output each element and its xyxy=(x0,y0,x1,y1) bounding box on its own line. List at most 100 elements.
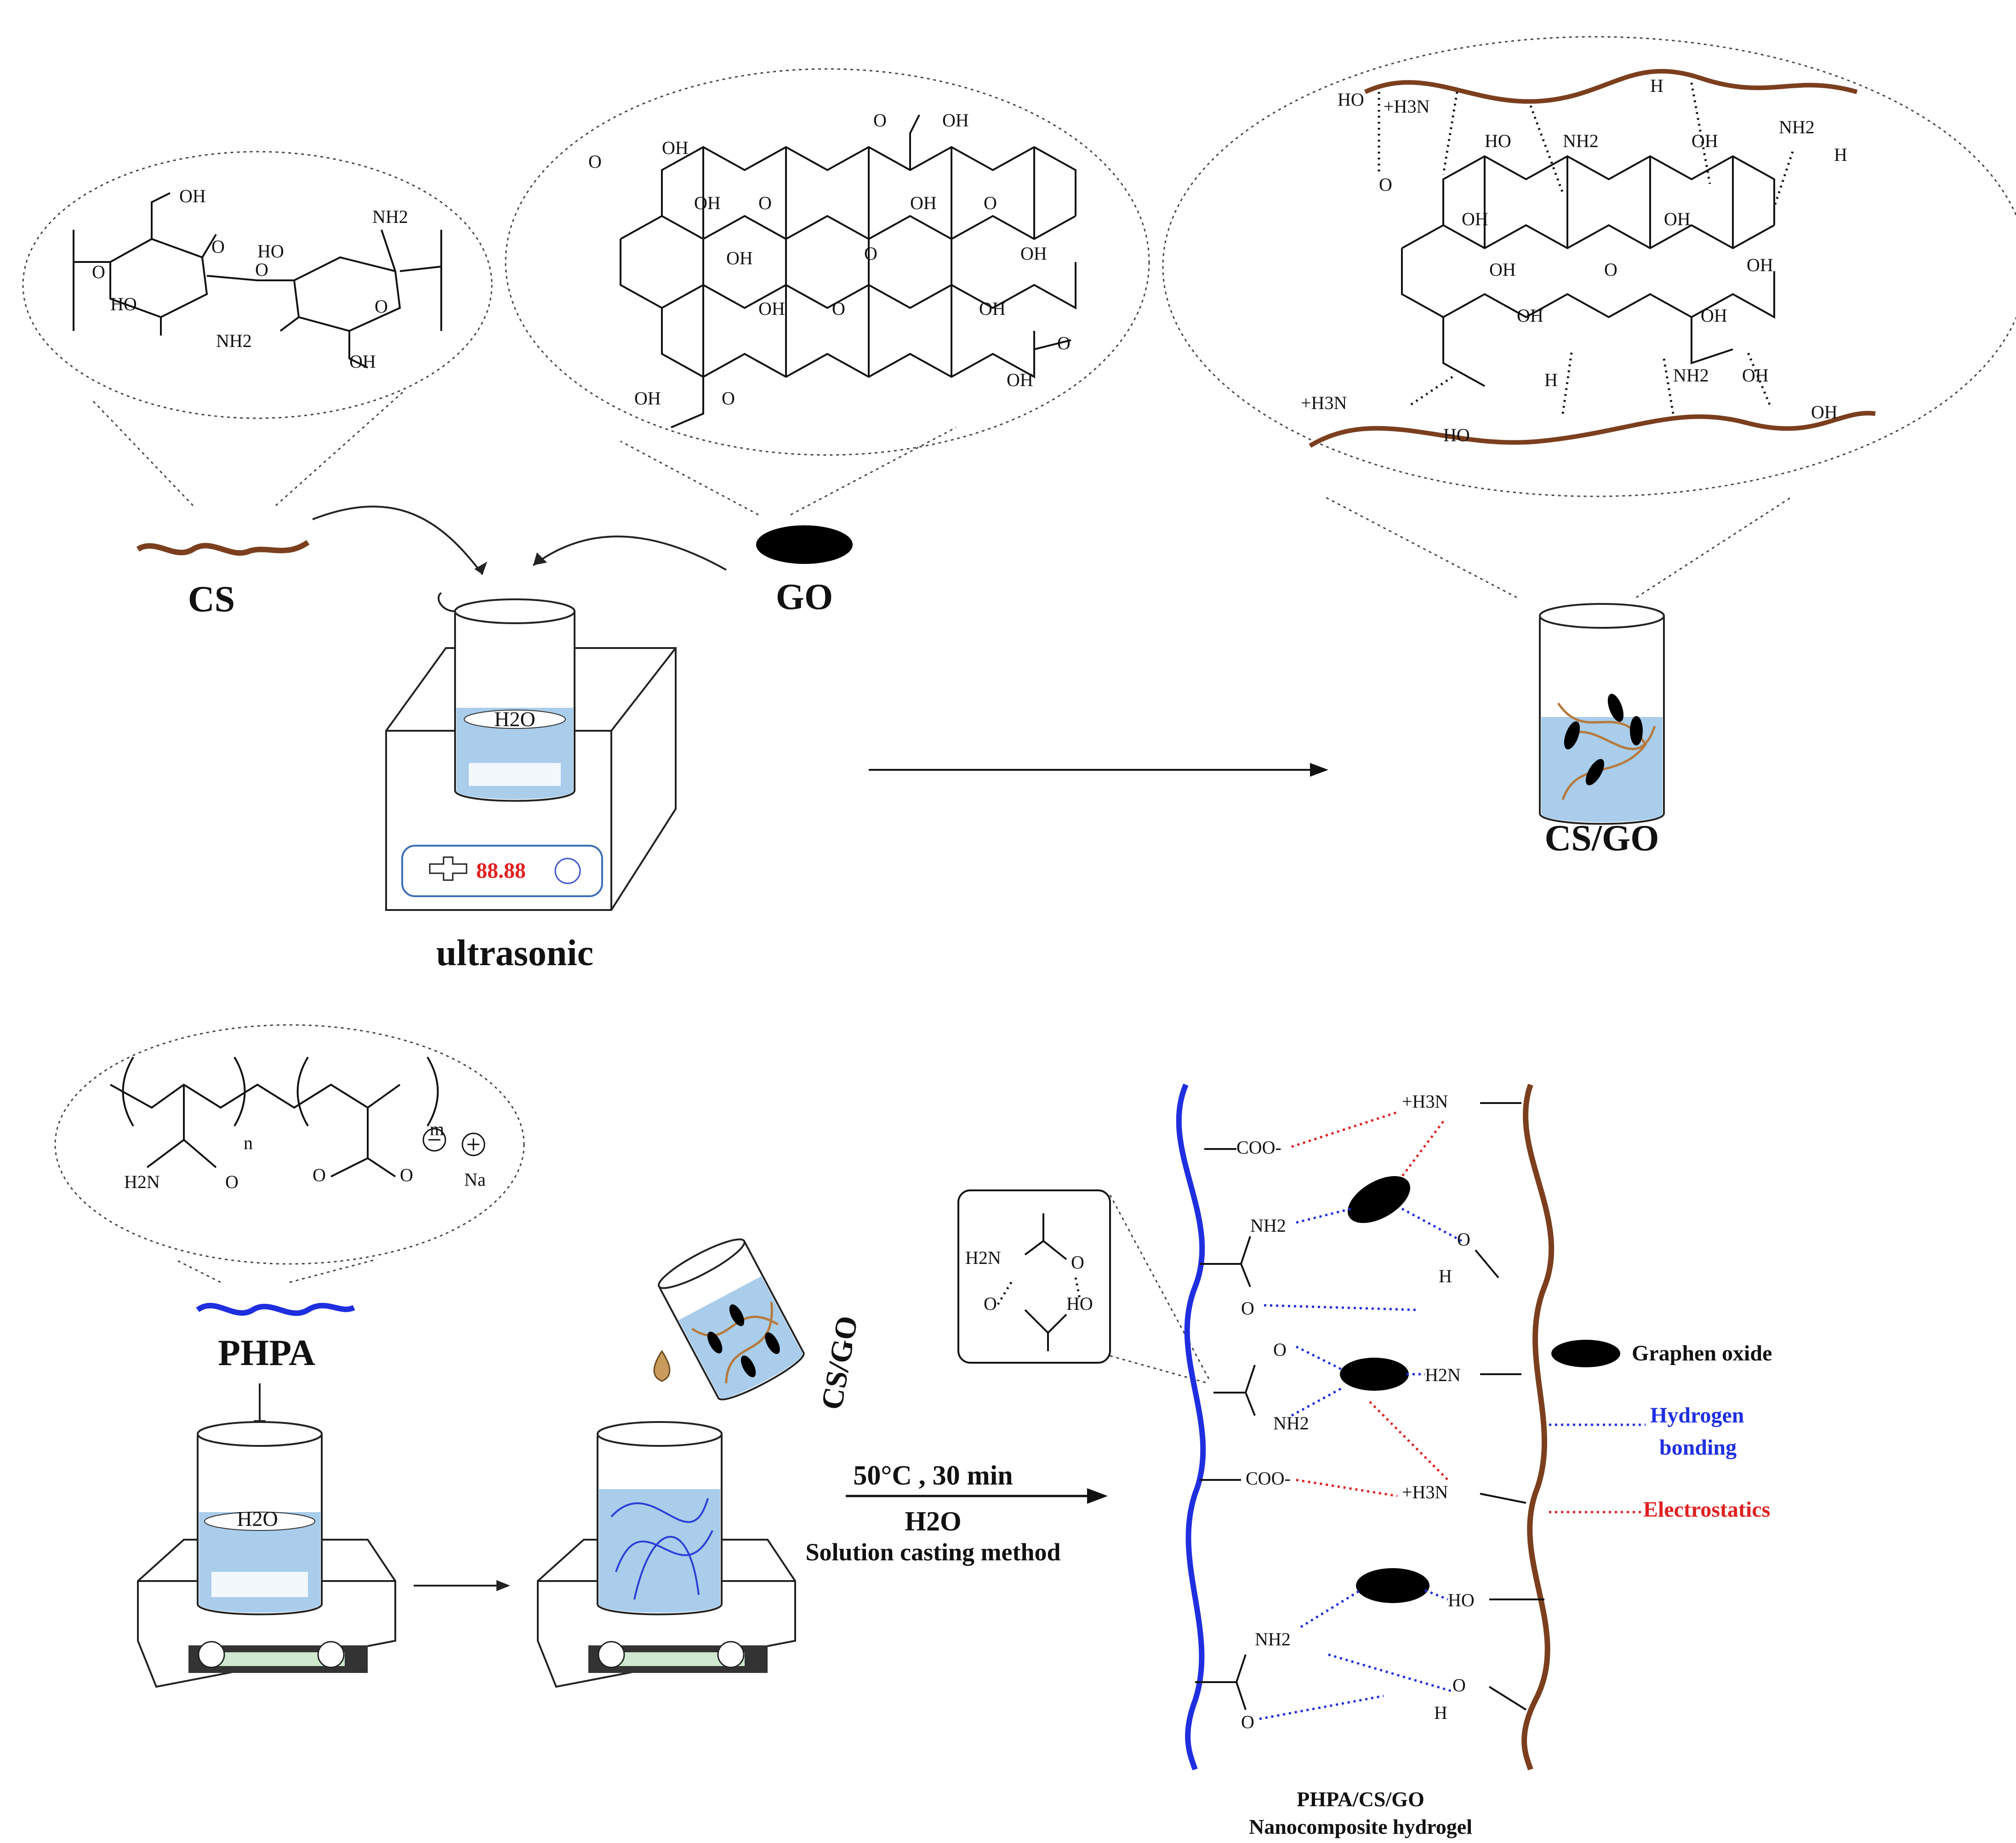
electrostatic-interactions xyxy=(1291,1111,1449,1497)
cs-chain-icon xyxy=(136,540,310,556)
go-label: GO xyxy=(776,577,833,617)
go-oh-1: OH xyxy=(662,137,689,158)
legend: Graphen oxide Hydrogen bonding Electrost… xyxy=(1549,1340,1772,1522)
phpa-n-subscript: n xyxy=(244,1132,253,1153)
go-oh-7: OH xyxy=(758,298,785,319)
legend-bonding: bonding xyxy=(1659,1435,1737,1460)
net-h-2: H xyxy=(1434,1702,1447,1723)
net-ho-1: HO xyxy=(1448,1590,1475,1610)
go-oh-9: OH xyxy=(1007,370,1033,390)
beaker-water: H2O xyxy=(438,592,575,802)
cs-chain-top xyxy=(1364,69,1858,104)
legend-graphene-oxide: Graphen oxide xyxy=(1632,1341,1772,1365)
cs-nh2-1: NH2 xyxy=(216,330,252,351)
pouring-cs-go-beaker xyxy=(658,1238,805,1400)
cs-ho-1: HO xyxy=(110,294,137,314)
inset-o-1: O xyxy=(1071,1252,1084,1273)
csgo-oh-1: OH xyxy=(1691,131,1718,151)
cs-structure-bubble: OH O O HO NH2 O HO NH2 O OH xyxy=(22,151,493,506)
legend-hydrogen: Hydrogen xyxy=(1650,1403,1744,1428)
inset-ho: HO xyxy=(1066,1293,1093,1314)
cs-addition-arrow xyxy=(312,506,484,575)
go-structure-bubble: O OH OH O O OH OH O OH O OH OH O OH O OH… xyxy=(505,68,1150,516)
csgo-h-2: H xyxy=(1834,144,1847,165)
csgo-oh-7: OH xyxy=(1701,305,1727,326)
go-addition-arrow xyxy=(532,535,727,571)
network-go-sheet-2 xyxy=(1340,1358,1409,1391)
network-go-sheet-1 xyxy=(1348,1176,1410,1223)
net-o-cs-1: O xyxy=(1457,1229,1470,1250)
cs-go-rotated-label: CS/GO xyxy=(815,1314,865,1412)
ultrasonic-label: ultrasonic xyxy=(436,933,593,973)
cs-backbone xyxy=(1521,1083,1555,1770)
cs-o-ring-2: O xyxy=(375,296,388,317)
net-nh2-2: NH2 xyxy=(1273,1413,1309,1433)
go-o-8: O xyxy=(722,388,735,409)
csgo-o-2: O xyxy=(1604,259,1617,280)
cs-o-ring-1: O xyxy=(211,236,225,257)
csgo-oh-3: OH xyxy=(1664,209,1691,229)
csgo-ho-3: HO xyxy=(1443,425,1470,445)
csgo-nh-2: NH2 xyxy=(1779,117,1815,137)
display-value: 88.88 xyxy=(476,859,526,883)
phpa-label: PHPA xyxy=(218,1333,315,1373)
cs-chain-bottom xyxy=(1309,411,1876,448)
hydrogen-bond-interactions xyxy=(1259,1207,1463,1720)
csgo-oh-4: OH xyxy=(1747,255,1773,275)
cs-o-link: O xyxy=(92,262,105,282)
csgo-h3n-2: +H3N xyxy=(1301,392,1347,413)
phpa-na: Na xyxy=(464,1169,486,1190)
go-oh-5: OH xyxy=(726,248,753,268)
go-o-6: O xyxy=(832,298,845,319)
go-oh-8: OH xyxy=(979,298,1006,319)
phpa-chain-icon xyxy=(196,1303,355,1316)
csgo-oh-2: OH xyxy=(1462,209,1488,229)
droplet-icon xyxy=(653,1350,671,1382)
product-name: PHPA/CS/GO xyxy=(1297,1787,1424,1811)
legend-electrostatics: Electrostatics xyxy=(1643,1497,1770,1522)
csgo-oh-6: OH xyxy=(1517,305,1543,326)
csgo-o-1: O xyxy=(1379,174,1392,195)
cs-label: CS xyxy=(188,579,235,620)
net-nh2-3: NH2 xyxy=(1255,1629,1291,1650)
go-o-3: O xyxy=(873,110,887,131)
csgo-ho-2: HO xyxy=(1485,131,1511,151)
minus-charge-icon xyxy=(422,1128,446,1152)
conditions-method: Solution casting method xyxy=(805,1538,1060,1566)
product-description: Nanocomposite hydrogel xyxy=(1249,1815,1472,1838)
net-o-3: O xyxy=(1241,1712,1254,1732)
net-coo-1: COO- xyxy=(1236,1137,1281,1158)
conditions-temperature: 50°C , 30 min xyxy=(853,1460,1013,1490)
net-h3n-1: +H3N xyxy=(1402,1091,1448,1112)
water-label: H2O xyxy=(494,707,535,731)
power-button-icon[interactable] xyxy=(554,858,581,884)
net-o-2: O xyxy=(1273,1339,1287,1360)
net-o-cs-2: O xyxy=(1452,1675,1466,1695)
legend-go-icon xyxy=(1551,1340,1620,1367)
go-oh-6: OH xyxy=(1020,243,1047,264)
plus-charge-icon xyxy=(461,1132,485,1156)
go-o-1: O xyxy=(588,151,602,172)
csgo-h3n-1: +H3N xyxy=(1384,96,1429,117)
cs-nh2-2: NH2 xyxy=(372,206,408,227)
cs-o-glycosidic: O xyxy=(255,259,268,280)
cs-ho-2: HO xyxy=(257,241,284,262)
phpa-backbone xyxy=(1176,1083,1206,1770)
go-sheet-icon xyxy=(756,525,853,564)
csgo-h-1: H xyxy=(1650,75,1663,96)
dimer-inset: H2N O O HO xyxy=(957,1189,1210,1384)
csgo-nh-3: NH2 xyxy=(1673,365,1709,386)
phpa-o-amide: O xyxy=(225,1172,239,1192)
conditions-solvent: H2O xyxy=(905,1506,961,1536)
cs-go-interaction-bubble: HO +H3N HO NH2 H OH NH2 H O OH OH OH OH … xyxy=(1162,36,2016,598)
go-o-2: O xyxy=(758,193,772,213)
csgo-nh-1: NH2 xyxy=(1563,131,1599,151)
go-oh-2: OH xyxy=(694,193,721,213)
net-h-1: H xyxy=(1439,1266,1452,1286)
csgo-ho-1: HO xyxy=(1338,89,1364,110)
go-oh-4: OH xyxy=(910,193,937,213)
csgo-h-3: H xyxy=(1544,370,1558,390)
net-h3n-2: +H3N xyxy=(1402,1482,1448,1502)
phpa-o-carbonyl: O xyxy=(313,1165,326,1185)
